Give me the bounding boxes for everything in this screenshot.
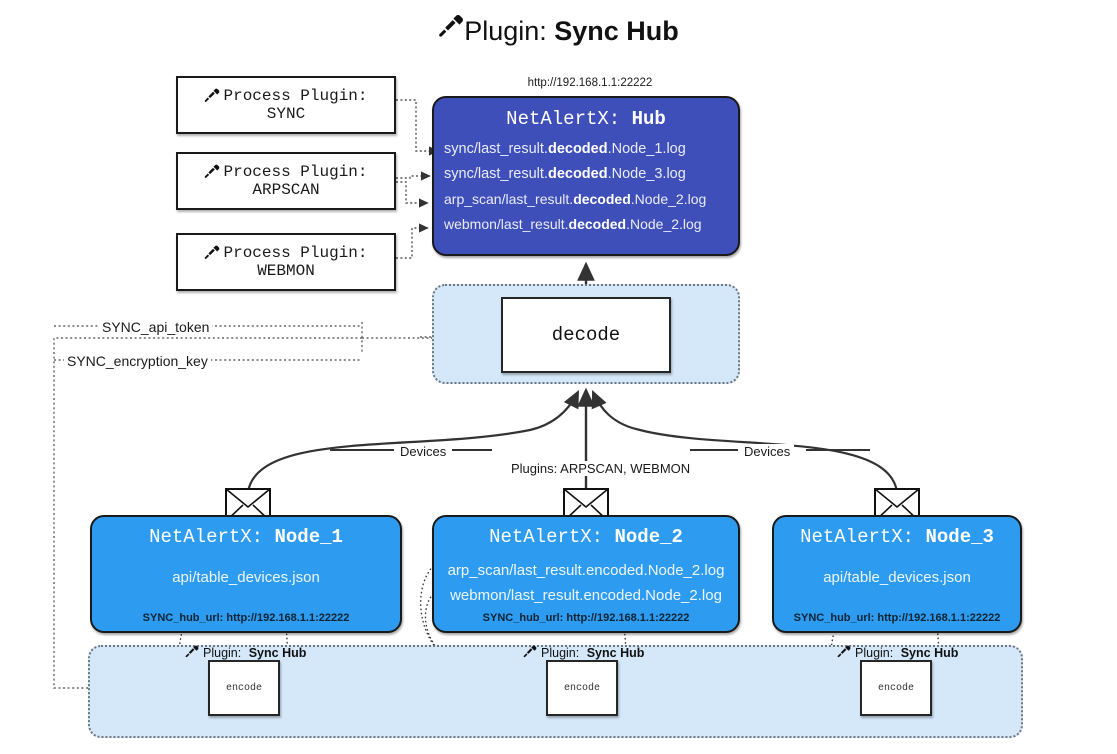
devices-label-right: Devices (740, 444, 795, 459)
process-plugin-label: Process Plugin: (223, 86, 368, 105)
plug-icon (185, 645, 201, 661)
process-plugin-name: SYNC (266, 105, 306, 123)
plug-icon (204, 88, 220, 104)
hub-log-line: arp_scan/last_result.decoded.Node_2.log (444, 191, 707, 207)
node-hub-url: SYNC_hub_url: http://192.168.1.1:22222 (482, 612, 690, 624)
process-plugin-label: Process Plugin: (223, 243, 368, 262)
plug-icon (523, 645, 539, 661)
process-plugin-name: WEBMON (257, 262, 315, 280)
encoder-caption-2: Plugin: Sync Hub (523, 645, 644, 661)
node-resource-line: api/table_devices.json (823, 569, 971, 586)
plugins-label: Plugins: ARPSCAN, WEBMON (507, 461, 695, 476)
plug-icon (204, 164, 220, 180)
page-title: Plugin: Sync Hub (0, 14, 1117, 47)
plug-icon (204, 245, 220, 261)
sync-api-token-label: SYNC_api_token (99, 319, 213, 335)
sync-encryption-key-label: SYNC_encryption_key (64, 353, 211, 369)
node-hub-url: SYNC_hub_url: http://192.168.1.1:22222 (142, 612, 350, 624)
node-title: NetAlertX: Node_1 (149, 526, 343, 548)
process-plugin-box-sync[interactable]: Process Plugin: SYNC (176, 76, 396, 134)
node-title: NetAlertX: Node_2 (489, 526, 683, 548)
title-prefix: Plugin: (464, 16, 547, 46)
hub-url-label: http://192.168.1.1:22222 (527, 77, 653, 89)
process-plugin-box-arpscan[interactable]: Process Plugin: ARPSCAN (176, 152, 396, 210)
node-box-node-3[interactable]: NetAlertX: Node_3 api/table_devices.json… (772, 515, 1022, 633)
node-resource-line: webmon/last_result.encoded.Node_2.log (450, 587, 722, 604)
process-plugin-label: Process Plugin: (223, 162, 368, 181)
encode-box-3[interactable]: encode (860, 660, 932, 716)
hub-box[interactable]: NetAlertX: Hub sync/last_result.decoded.… (432, 96, 740, 256)
hub-title: NetAlertX: Hub (506, 108, 666, 130)
node-resource-line: api/table_devices.json (172, 569, 320, 586)
hub-log-line: webmon/last_result.decoded.Node_2.log (444, 216, 702, 232)
node-box-node-2[interactable]: NetAlertX: Node_2 arp_scan/last_result.e… (432, 515, 740, 633)
decode-box[interactable]: decode (501, 297, 671, 373)
process-plugin-box-webmon[interactable]: Process Plugin: WEBMON (176, 233, 396, 291)
node-resource-line: arp_scan/last_result.encoded.Node_2.log (447, 562, 725, 579)
encoder-caption-1: Plugin: Sync Hub (185, 645, 306, 661)
encode-box-1[interactable]: encode (208, 660, 280, 716)
hub-log-line: sync/last_result.decoded.Node_1.log (444, 141, 686, 157)
plug-icon (837, 645, 853, 661)
node-hub-url: SYNC_hub_url: http://192.168.1.1:22222 (793, 612, 1001, 624)
encode-box-2[interactable]: encode (546, 660, 618, 716)
node-title: NetAlertX: Node_3 (800, 526, 994, 548)
title-name: Sync Hub (554, 16, 679, 46)
process-plugin-name: ARPSCAN (252, 181, 320, 199)
hub-log-line: sync/last_result.decoded.Node_3.log (444, 166, 686, 182)
devices-label-left: Devices (396, 444, 451, 459)
node-box-node-1[interactable]: NetAlertX: Node_1 api/table_devices.json… (90, 515, 402, 633)
encoder-caption-3: Plugin: Sync Hub (837, 645, 958, 661)
plug-icon (438, 14, 464, 40)
